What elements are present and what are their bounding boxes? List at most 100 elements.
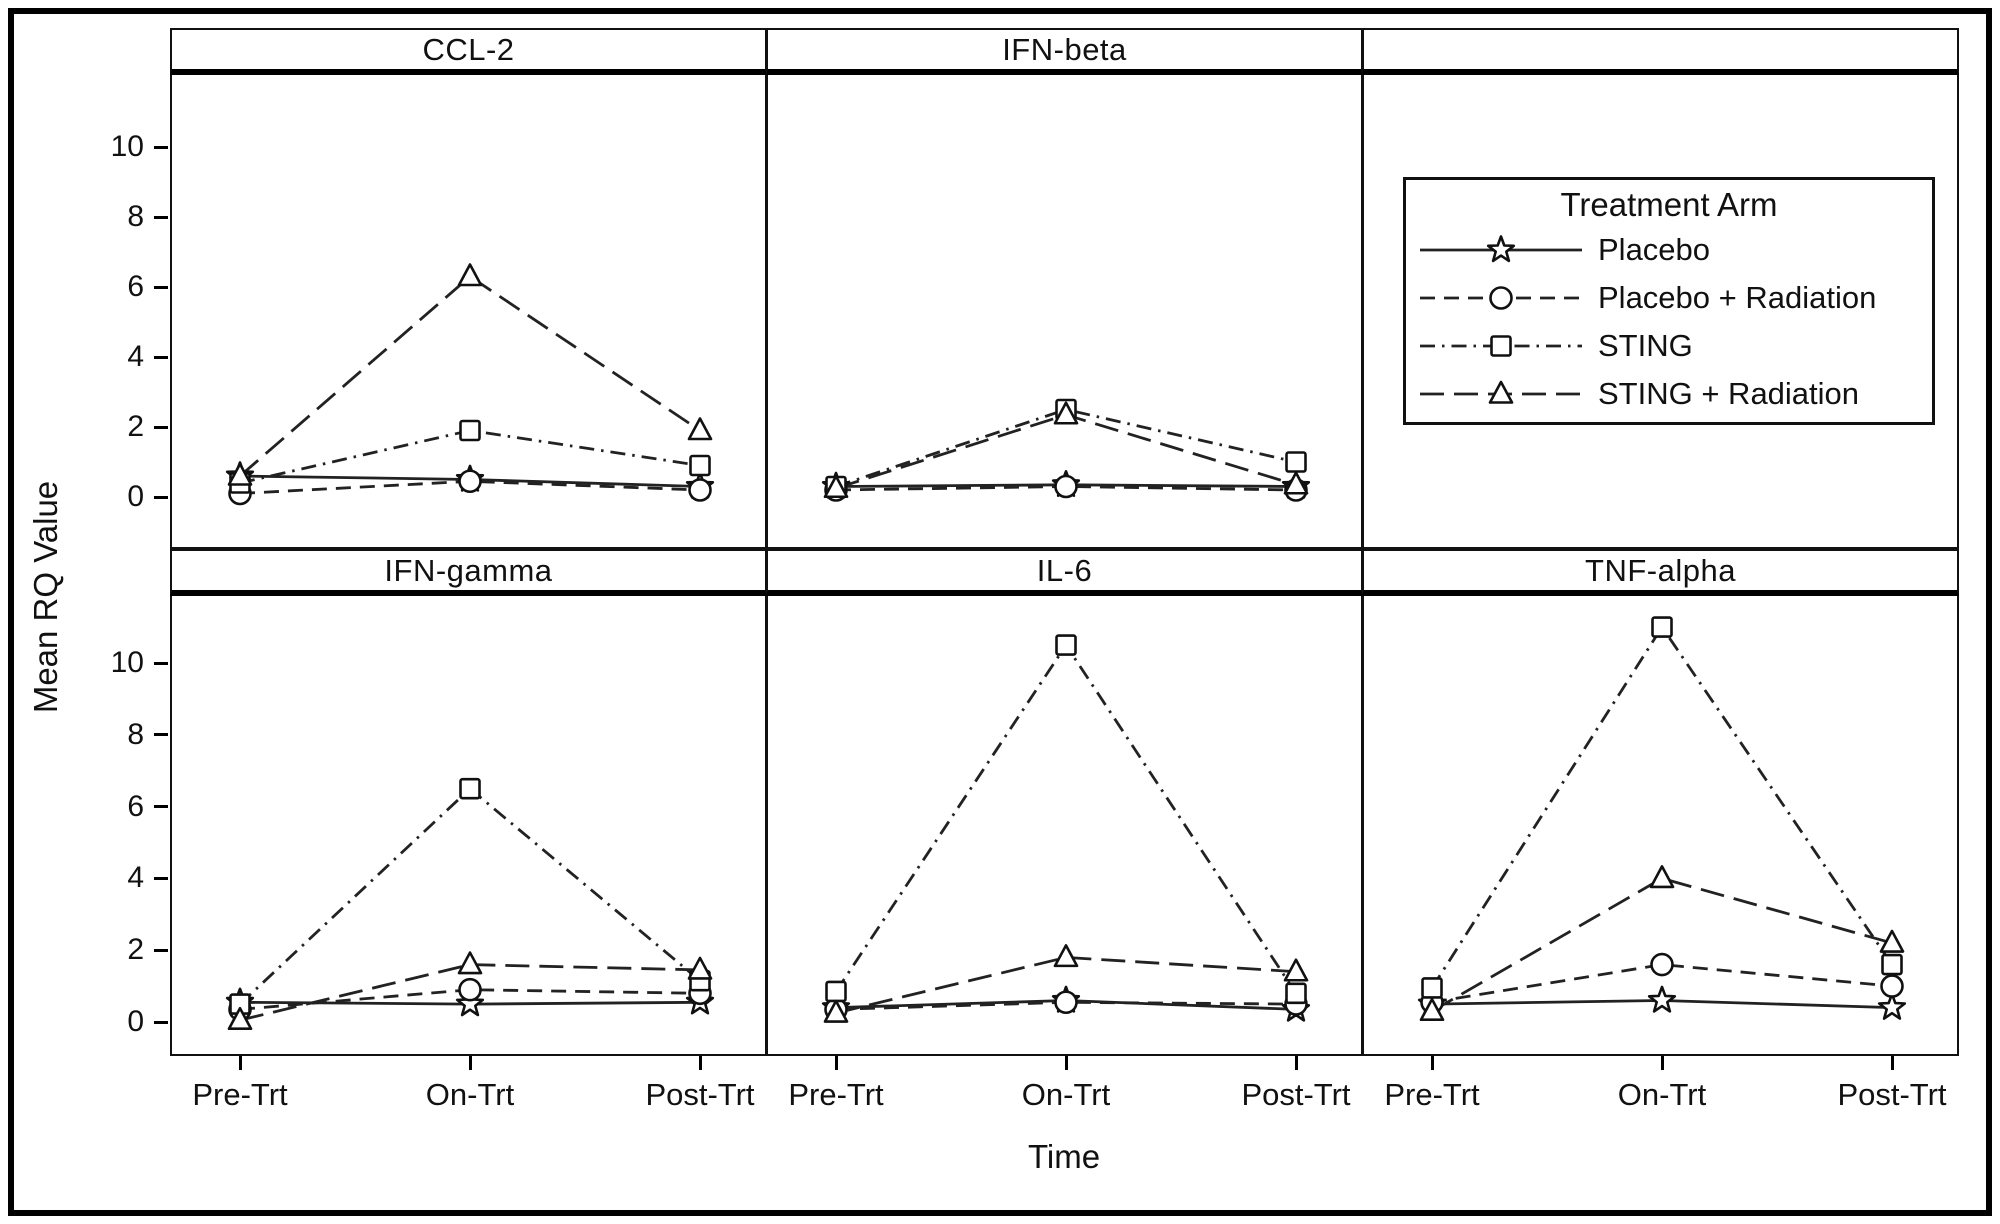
y-tick-label: 8 (127, 200, 144, 233)
y-tick (154, 286, 168, 289)
panel-ifn-beta (766, 75, 1363, 549)
legend-label: STING + Radiation (1598, 376, 1860, 411)
panel-strip-ccl-2: CCL-2 (170, 28, 767, 75)
series-line-sting (1430, 624, 1894, 989)
y-tick (154, 733, 168, 736)
x-tick (835, 1056, 838, 1070)
circle-marker (458, 469, 482, 494)
series-line-sting (239, 429, 701, 485)
panel-strip-tnf-alpha: TNF-alpha (1362, 549, 1959, 596)
circle-marker (1054, 474, 1078, 499)
x-tick-label-post-trt: Post-Trt (645, 1077, 755, 1112)
panel-tnf-alpha (1362, 596, 1959, 1056)
legend-label: Placebo (1598, 232, 1711, 267)
x-tick-label-post-trt: Post-Trt (1837, 1077, 1947, 1112)
square-marker (1490, 335, 1512, 357)
legend-item-placebo: Placebo (1416, 226, 1922, 274)
y-tick (154, 805, 168, 808)
series-line-sting-radiation (239, 274, 701, 478)
triangle-marker (1283, 958, 1309, 982)
legend-sample (1420, 380, 1582, 404)
y-tick (154, 356, 168, 359)
square-marker (459, 419, 481, 442)
square-marker (1055, 634, 1077, 656)
panel-ifn-gamma (170, 596, 767, 1056)
circle-marker (1880, 974, 1904, 998)
y-tick-label: 8 (127, 718, 144, 751)
y-tick (154, 496, 168, 499)
triangle-marker (1879, 929, 1905, 953)
panel-title: IFN-beta (1002, 31, 1127, 67)
square-marker (1881, 953, 1903, 976)
y-tick-label: 4 (127, 340, 144, 373)
series-line-sting-radiation (1431, 876, 1893, 1013)
x-tick-label-pre-trt: Pre-Trt (1384, 1077, 1480, 1112)
x-tick-label-pre-trt: Pre-Trt (788, 1077, 884, 1112)
circle-marker (1489, 286, 1513, 310)
legend-sample (1420, 286, 1582, 310)
square-marker (459, 777, 481, 800)
triangle-marker (457, 263, 483, 287)
x-tick (699, 1056, 702, 1070)
panel-plot-il-6 (821, 634, 1311, 1023)
figure-border (8, 8, 1992, 1216)
triangle-marker (457, 951, 483, 975)
square-marker (1421, 977, 1443, 999)
square-marker (1285, 982, 1307, 1005)
panel-plot-ccl-2 (225, 263, 715, 506)
triangle-marker (823, 999, 849, 1023)
x-tick (469, 1056, 472, 1070)
star-marker (1647, 985, 1677, 1013)
panel-title: IFN-gamma (384, 552, 553, 588)
circle-marker (688, 478, 712, 502)
y-axis-title: Mean RQ Value (27, 480, 64, 714)
panel-il-6 (766, 596, 1363, 1056)
x-tick-label-post-trt: Post-Trt (1241, 1077, 1351, 1112)
panel-title: IL-6 (1036, 552, 1093, 588)
x-tick (1295, 1056, 1298, 1070)
star-marker (1877, 992, 1907, 1020)
y-tick (154, 426, 168, 429)
x-tick-label-on-trt: On-Trt (1617, 1077, 1707, 1112)
y-tick-label: 10 (110, 130, 144, 163)
y-tick-label: 10 (110, 646, 144, 679)
triangle-marker (687, 956, 713, 980)
panel-title: CCL-2 (422, 31, 515, 67)
legend-item-sting-radiation: STING + Radiation (1416, 370, 1922, 418)
y-tick (154, 949, 168, 952)
y-tick-label: 0 (127, 1005, 144, 1038)
panel-strip-empty (1362, 28, 1959, 75)
y-tick-label: 4 (127, 861, 144, 894)
square-marker (1285, 451, 1307, 473)
y-tick (154, 1021, 168, 1024)
y-tick (154, 146, 168, 149)
x-tick (1891, 1056, 1894, 1070)
panel-strip-ifn-gamma: IFN-gamma (170, 549, 767, 596)
legend-label: STING (1598, 328, 1693, 363)
circle-marker (1054, 990, 1078, 1015)
triangle-marker (1419, 997, 1445, 1022)
panel-plot-ifn-beta (821, 398, 1311, 502)
x-tick (239, 1056, 242, 1070)
legend-label: Placebo + Radiation (1598, 280, 1877, 315)
legend-sample (1420, 335, 1582, 357)
panel-plot-tnf-alpha (1417, 616, 1907, 1022)
triangle-marker (227, 1006, 253, 1031)
y-tick (154, 877, 168, 880)
square-marker (825, 980, 847, 1003)
circle-marker (458, 977, 482, 1002)
triangle-marker (687, 417, 713, 441)
triangle-marker (1488, 380, 1514, 404)
y-tick-label: 6 (127, 270, 144, 303)
x-axis-title: Time (1027, 1138, 1101, 1175)
triangle-marker (1649, 865, 1675, 889)
triangle-marker (1053, 944, 1079, 968)
star-marker (455, 989, 485, 1017)
x-tick (1661, 1056, 1664, 1070)
series-line-sting (834, 642, 1298, 995)
triangle-marker (227, 462, 253, 486)
y-tick-label: 2 (127, 410, 144, 443)
